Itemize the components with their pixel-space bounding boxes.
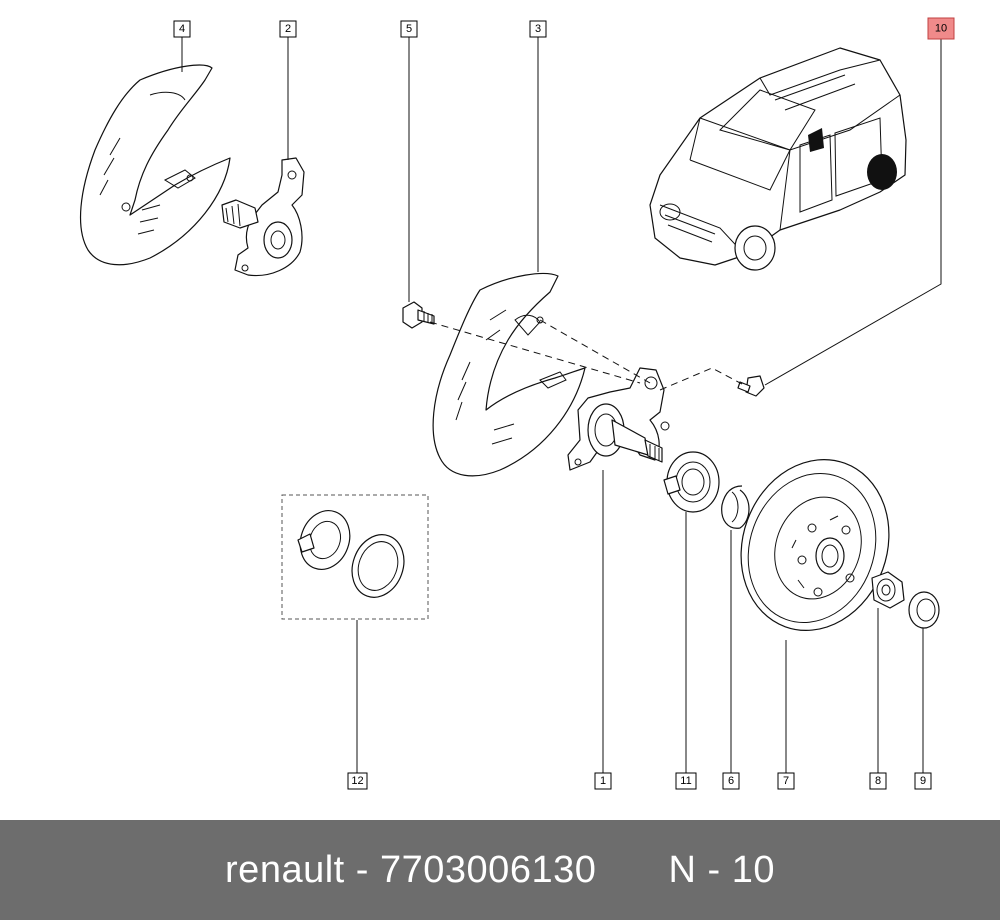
callout-8[interactable]: 8	[869, 772, 887, 790]
dust-shield-upper-part	[79, 64, 231, 266]
callout-2[interactable]: 2	[279, 20, 297, 38]
callout-7[interactable]: 7	[777, 772, 795, 790]
callout-11-label: 11	[680, 775, 691, 787]
callout-10-label: 10	[935, 23, 947, 35]
callout-12[interactable]: 12	[347, 772, 368, 790]
vehicle-illustration	[649, 47, 907, 271]
footer-part-number: 7703006130	[380, 848, 597, 891]
callout-9[interactable]: 9	[914, 772, 932, 790]
callout-11[interactable]: 11	[675, 772, 697, 790]
leader-lines	[181, 37, 942, 773]
footer-dash: -	[355, 848, 369, 891]
callout-4-label: 4	[179, 23, 185, 35]
assembly-lines	[429, 319, 743, 391]
brake-disc-part	[740, 459, 890, 631]
callout-5-label: 5	[406, 23, 412, 35]
stub-axle-upper-part	[221, 157, 305, 277]
bearing-ring-part	[663, 451, 720, 513]
parts-diagram: 4 2 5 3 10 12 1 11 6 7 8	[79, 17, 955, 790]
callout-10[interactable]: 10	[927, 17, 955, 40]
bolt-part	[402, 301, 435, 329]
callout-2-label: 2	[285, 23, 291, 35]
footer-brand: renault	[225, 848, 345, 891]
callout-6[interactable]: 6	[722, 772, 740, 790]
callout-1[interactable]: 1	[594, 772, 612, 790]
seal-kit-part	[281, 494, 429, 620]
callout-3-label: 3	[535, 23, 541, 35]
stub-axle-part	[567, 367, 670, 471]
callout-12-label: 12	[351, 775, 363, 787]
grease-cap-part	[908, 591, 940, 629]
callout-5[interactable]: 5	[400, 20, 418, 38]
dust-shield-main-part	[432, 272, 586, 477]
callout-3[interactable]: 3	[529, 20, 547, 38]
footer-caption: renault - 7703006130 N - 10	[225, 849, 775, 892]
callout-6-label: 6	[728, 775, 734, 787]
callout-7-label: 7	[783, 775, 789, 787]
callout-9-label: 9	[920, 775, 926, 787]
hub-nut-part	[871, 571, 905, 609]
footer-bar: renault - 7703006130 N - 10	[0, 820, 1000, 920]
circlip-part	[721, 485, 750, 529]
callout-4[interactable]: 4	[173, 20, 191, 38]
callout-1-label: 1	[600, 775, 606, 787]
screw-part	[737, 375, 765, 397]
footer-ref: N - 10	[668, 848, 775, 891]
callout-8-label: 8	[875, 775, 881, 787]
